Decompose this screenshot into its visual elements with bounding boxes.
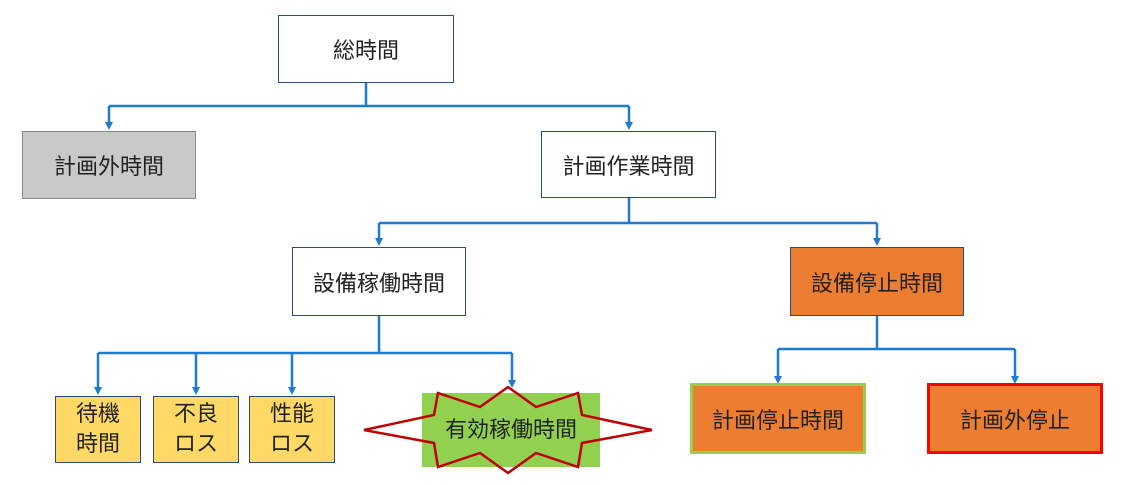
node-planned-stop-time-label: 計画停止時間 — [711, 408, 844, 434]
node-unplanned-time-label: 計画外時間 — [53, 155, 164, 180]
node-effective-operating-time: 有効稼働時間 — [444, 418, 577, 443]
effective-operating-green-box — [422, 393, 600, 467]
node-waiting-loss-line1: 待機 — [75, 401, 120, 427]
node-equipment-operating-time-label: 設備稼働時間 — [312, 271, 445, 297]
node-performance-loss-line2: ロス — [269, 431, 314, 457]
star-burst-outline — [363, 385, 653, 475]
node-total-time-label: 総時間 — [332, 39, 399, 64]
node-performance-loss-line1: 性能 — [269, 401, 314, 427]
node-defect-loss-line1: 不良 — [173, 401, 218, 427]
node-waiting-loss: 待機 時間 — [55, 396, 141, 463]
node-planned-stop-time: 計画停止時間 — [690, 383, 866, 454]
node-defect-loss: 不良 ロス — [153, 396, 239, 463]
node-unplanned-stop-label: 計画外停止 — [959, 408, 1070, 434]
node-total-time: 総時間 — [278, 15, 454, 83]
node-defect-loss-line2: ロス — [173, 431, 218, 457]
node-unplanned-time: 計画外時間 — [22, 131, 196, 199]
node-unplanned-stop: 計画外停止 — [927, 383, 1103, 454]
node-equipment-stop-time: 設備停止時間 — [790, 247, 964, 316]
node-equipment-operating-time: 設備稼働時間 — [292, 247, 466, 316]
node-waiting-loss-line2: 時間 — [75, 431, 120, 457]
node-planned-operation-time: 計画作業時間 — [541, 131, 716, 198]
effective-operating-star — [363, 385, 653, 475]
node-equipment-stop-time-label: 設備停止時間 — [810, 271, 943, 297]
node-planned-operation-time-label: 計画作業時間 — [562, 154, 695, 180]
node-performance-loss: 性能 ロス — [249, 396, 335, 463]
